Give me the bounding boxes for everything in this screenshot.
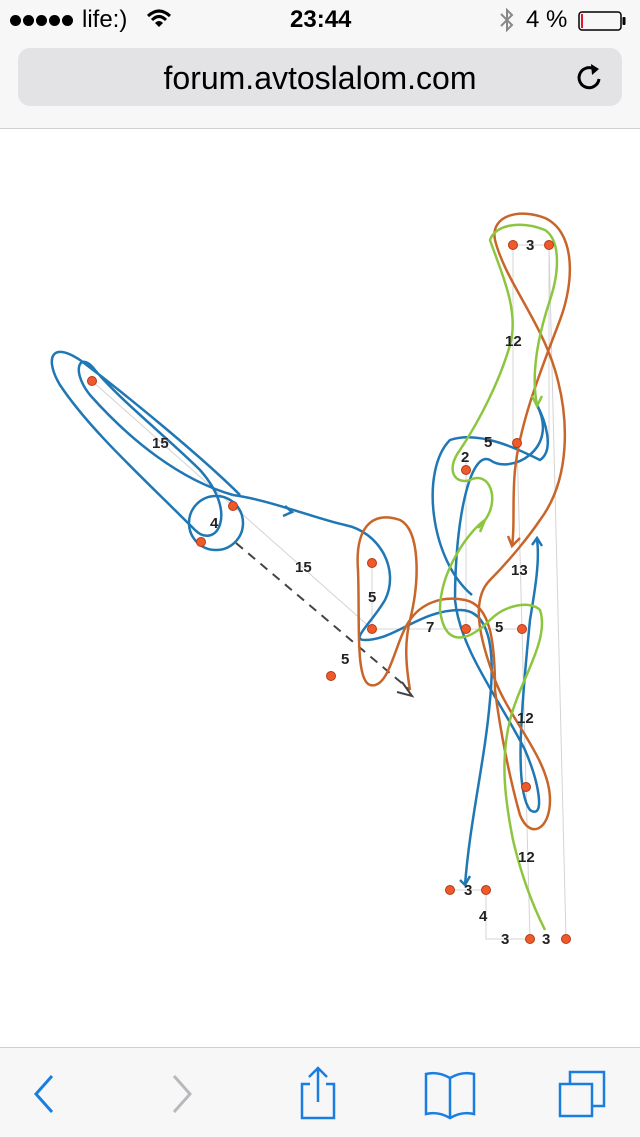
distance-label: 7 [426,619,434,636]
distance-label: 3 [542,931,550,948]
cone [521,782,531,792]
bookmarks-icon[interactable] [420,1066,480,1122]
distance-label: 13 [511,562,528,579]
address-bar: forum.avtoslalom.com [0,40,640,129]
clock: 23:44 [290,6,352,33]
cone [517,624,527,634]
cone [561,934,571,944]
cone [196,537,206,547]
back-icon[interactable] [14,1066,74,1122]
distance-label: 15 [295,559,312,576]
distance-label: 4 [479,908,488,925]
browser-toolbar [0,1047,640,1137]
distance-label: 5 [368,589,376,606]
reload-icon[interactable] [574,62,606,94]
measurement-lines [91,244,567,940]
battery-percent: 4 % [526,6,568,33]
distance-label: 15 [152,435,169,452]
blue-route [50,350,549,888]
cone [367,624,377,634]
carrier-name: life:) [82,6,128,33]
cone [367,558,377,568]
distance-labels: 15 4 15 5 5 7 5 2 5 3 12 13 12 12 3 4 3 … [152,237,550,948]
tabs-icon[interactable] [552,1066,612,1122]
url-text: forum.avtoslalom.com [163,60,477,96]
share-icon[interactable] [288,1066,348,1122]
cone [445,885,455,895]
distance-label: 5 [495,619,503,636]
distance-label: 12 [505,333,522,350]
cone [508,240,518,250]
cone [544,240,554,250]
cone [461,624,471,634]
distance-label: 3 [526,237,534,254]
orange-route [356,212,572,831]
cone [87,376,97,386]
status-bar: life:) 23:44 4 % [0,0,640,40]
battery-icon [578,11,626,31]
cones [87,240,571,944]
signal-strength-icon [10,13,75,31]
forward-icon[interactable] [152,1066,212,1122]
url-field[interactable]: forum.avtoslalom.com [18,48,622,106]
distance-label: 2 [461,449,469,466]
cone [525,934,535,944]
cone [461,465,471,475]
wifi-icon [146,9,172,27]
bluetooth-icon [500,7,514,33]
distance-label: 3 [501,931,509,948]
cone [512,438,522,448]
dashed-arrow-icon [396,681,415,698]
page-content: 15 4 15 5 5 7 5 2 5 3 12 13 12 12 3 4 3 … [0,129,640,1047]
cone [481,885,491,895]
dashed-guide-line [235,542,411,691]
slalom-course-diagram: 15 4 15 5 5 7 5 2 5 3 12 13 12 12 3 4 3 … [50,212,572,948]
cone [228,501,238,511]
distance-label: 5 [484,434,492,451]
distance-label: 3 [464,882,472,899]
green-route [438,223,559,931]
distance-label: 4 [210,515,219,532]
cone [326,671,336,681]
distance-label: 12 [518,849,535,866]
distance-label: 5 [341,651,349,668]
distance-label: 12 [517,710,534,727]
